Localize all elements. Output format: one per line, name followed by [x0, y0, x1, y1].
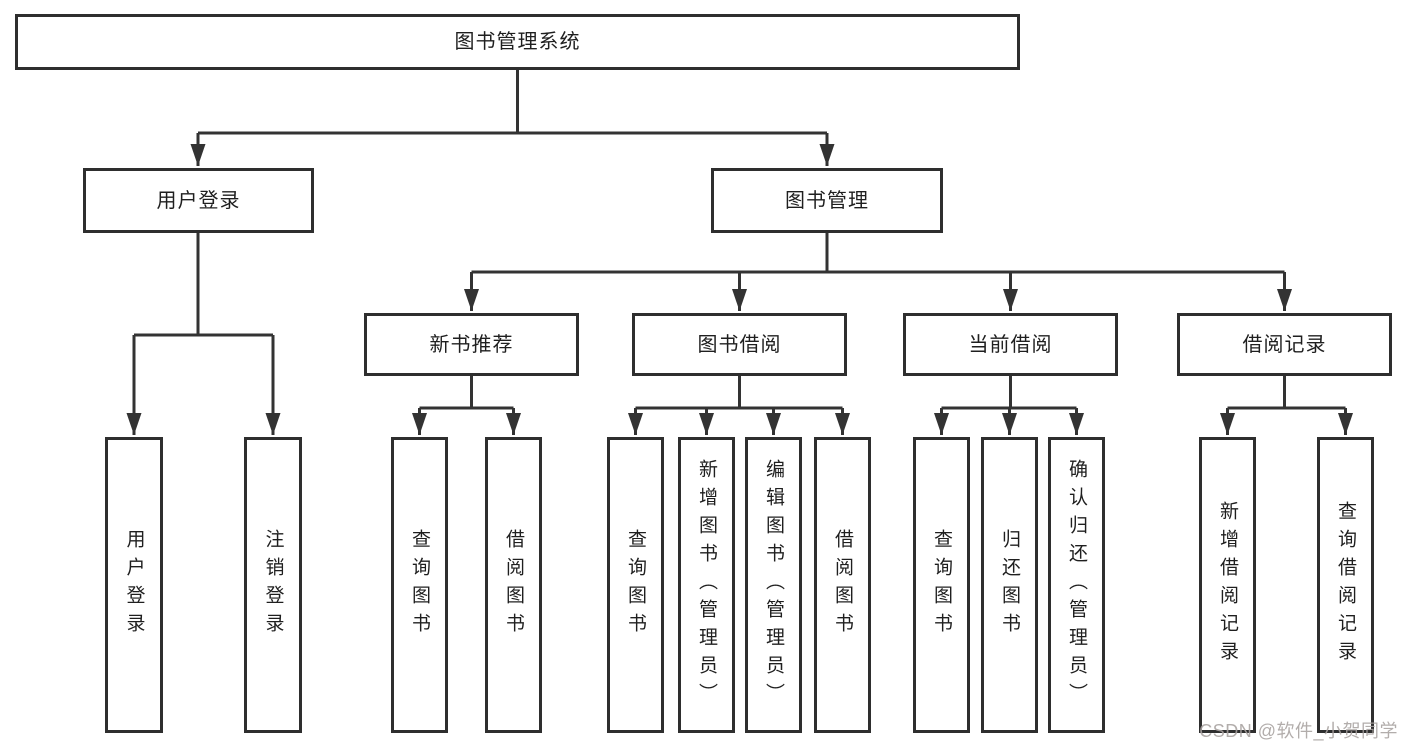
connector-book-management-children: [464, 233, 1292, 311]
connector-current-borrowing-children: [934, 376, 1084, 435]
watermark: CSDN @软件_小贺同学: [1199, 721, 1398, 741]
connector-user-login-children: [126, 233, 281, 435]
connector-new-book-recommend-children: [412, 376, 521, 435]
node-borrowing-records: 借阅记录: [1177, 313, 1392, 376]
leaf-confirm-return-admin: 确认归还（管理员）: [1048, 437, 1105, 733]
node-user-login: 用户登录: [83, 168, 314, 233]
node-root: 图书管理系统: [15, 14, 1020, 70]
leaf-user-login: 用户登录: [105, 437, 163, 733]
leaf-edit-books-admin: 编辑图书（管理员）: [745, 437, 802, 733]
leaf-query-books-current: 查询图书: [913, 437, 970, 733]
leaf-return-books: 归还图书: [981, 437, 1038, 733]
node-book-borrowing: 图书借阅: [632, 313, 847, 376]
leaf-query-books-borrowing: 查询图书: [607, 437, 664, 733]
leaf-borrow-books-recommend: 借阅图书: [485, 437, 542, 733]
leaf-query-books-recommend: 查询图书: [391, 437, 448, 733]
node-current-borrowing: 当前借阅: [903, 313, 1118, 376]
node-book-management: 图书管理: [711, 168, 943, 233]
connector-book-borrowing-children: [628, 376, 850, 435]
leaf-borrow-books-borrowing: 借阅图书: [814, 437, 871, 733]
leaf-add-books-admin: 新增图书（管理员）: [678, 437, 735, 733]
leaf-add-borrow-record: 新增借阅记录: [1199, 437, 1256, 733]
leaf-query-borrow-record: 查询借阅记录: [1317, 437, 1374, 733]
leaf-logout: 注销登录: [244, 437, 302, 733]
connector-root-to-level2: [190, 70, 835, 166]
node-new-book-recommend: 新书推荐: [364, 313, 579, 376]
connector-borrowing-records-children: [1220, 376, 1353, 435]
